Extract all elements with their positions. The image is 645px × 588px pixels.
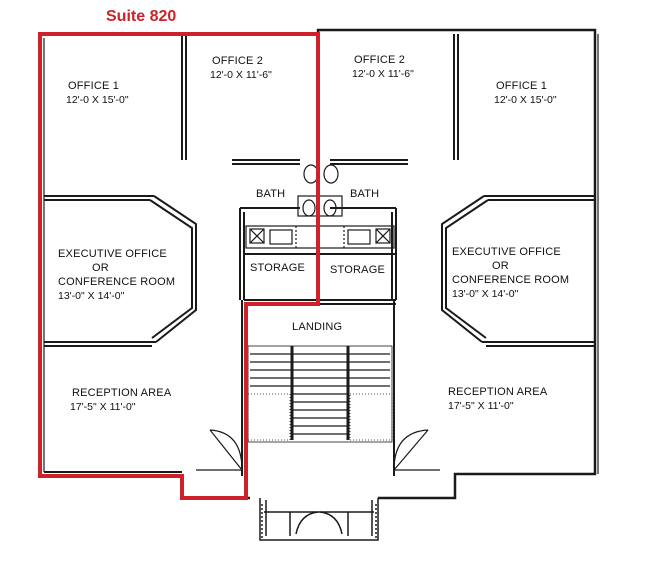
stairwell [247, 345, 393, 443]
right-doors [393, 429, 440, 471]
left-office2-name: OFFICE 2 [212, 55, 263, 67]
left-bath-label: BATH [256, 188, 285, 200]
left-storage-label: STORAGE [250, 262, 305, 274]
right-storage-label: STORAGE [330, 264, 385, 276]
left-reception-name: RECEPTION AREA [72, 387, 172, 399]
right-reception-name: RECEPTION AREA [448, 386, 548, 398]
right-exec-line3: CONFERENCE ROOM [452, 274, 569, 286]
left-exec-line2: OR [92, 262, 109, 274]
right-reception-dims: 17'-5" X 11'-0" [448, 400, 514, 412]
entry-porch [259, 498, 379, 541]
suite-title: Suite 820 [106, 8, 176, 25]
right-exec-line2: OR [492, 260, 509, 272]
left-exec-dims: 13'-0" X 14'-0" [58, 290, 125, 302]
left-office1-name: OFFICE 1 [68, 80, 119, 92]
left-exec-line1: EXECUTIVE OFFICE [58, 248, 167, 260]
left-reception-dims: 17'-5" X 11'-0" [70, 401, 136, 413]
landing-label: LANDING [292, 321, 342, 333]
left-doors [196, 429, 243, 471]
right-exec-dims: 13'-0" X 14'-0" [452, 288, 519, 300]
left-walls [44, 34, 300, 476]
left-office2-dims: 12'-0 X 11'-6" [210, 69, 272, 81]
right-bath-label: BATH [350, 188, 379, 200]
right-exec-line1: EXECUTIVE OFFICE [452, 246, 561, 258]
left-office1-dims: 12'-0 X 15'-0" [66, 94, 129, 106]
right-office1-name: OFFICE 1 [496, 80, 547, 92]
left-exec-line3: CONFERENCE ROOM [58, 276, 175, 288]
right-office2-dims: 12'-0 X 11'-6" [352, 68, 414, 80]
right-office2-name: OFFICE 2 [354, 54, 405, 66]
right-office1-dims: 12'-0 X 15'-0" [494, 94, 557, 106]
suite-820-boundary [38, 32, 320, 500]
right-walls [330, 34, 595, 476]
